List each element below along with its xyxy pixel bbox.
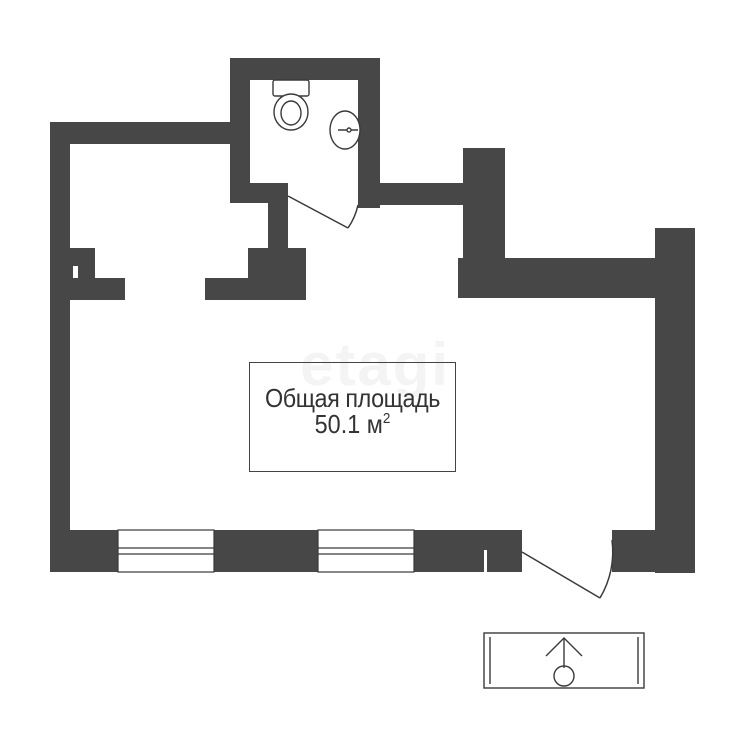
walls (50, 58, 695, 573)
window-1 (117, 529, 215, 573)
bathroom-door (287, 195, 359, 229)
window-2 (317, 529, 415, 573)
wall-column (463, 148, 505, 258)
wall-right (655, 228, 695, 573)
watermark: etagi (300, 330, 450, 399)
entrance-door (521, 539, 614, 599)
wall-bath-top (230, 58, 380, 80)
area-unit-power: 2 (382, 410, 391, 427)
sink-icon (329, 110, 361, 150)
wall-left (50, 122, 70, 572)
wall-bath-right (358, 58, 380, 208)
wall-bath-stub (268, 183, 288, 248)
partition-mid-a (248, 248, 306, 280)
area-unit: м (366, 409, 383, 439)
wall-top-mid (358, 183, 466, 205)
wall-bottom-2 (214, 530, 318, 572)
wall-top-left (50, 122, 250, 144)
area-label: Общая площадь 50.1 м2 (249, 362, 456, 472)
wall-bath-left (230, 58, 250, 203)
partition-left-b (70, 278, 125, 300)
toilet-icon (272, 79, 310, 131)
wall-step (458, 258, 673, 298)
area-value: 50.1 (314, 409, 361, 439)
wall-bottom-1 (50, 530, 118, 572)
entrance-arrow-icon (483, 632, 645, 689)
wall-gap (484, 550, 487, 572)
wall-bottom-4 (612, 530, 695, 572)
area-value-line: 50.1 м2 (260, 409, 445, 440)
partition-notch (73, 266, 78, 278)
area-title: Общая площадь (265, 383, 440, 413)
partition-mid-b (205, 278, 306, 300)
wall-bottom-3 (414, 530, 522, 572)
